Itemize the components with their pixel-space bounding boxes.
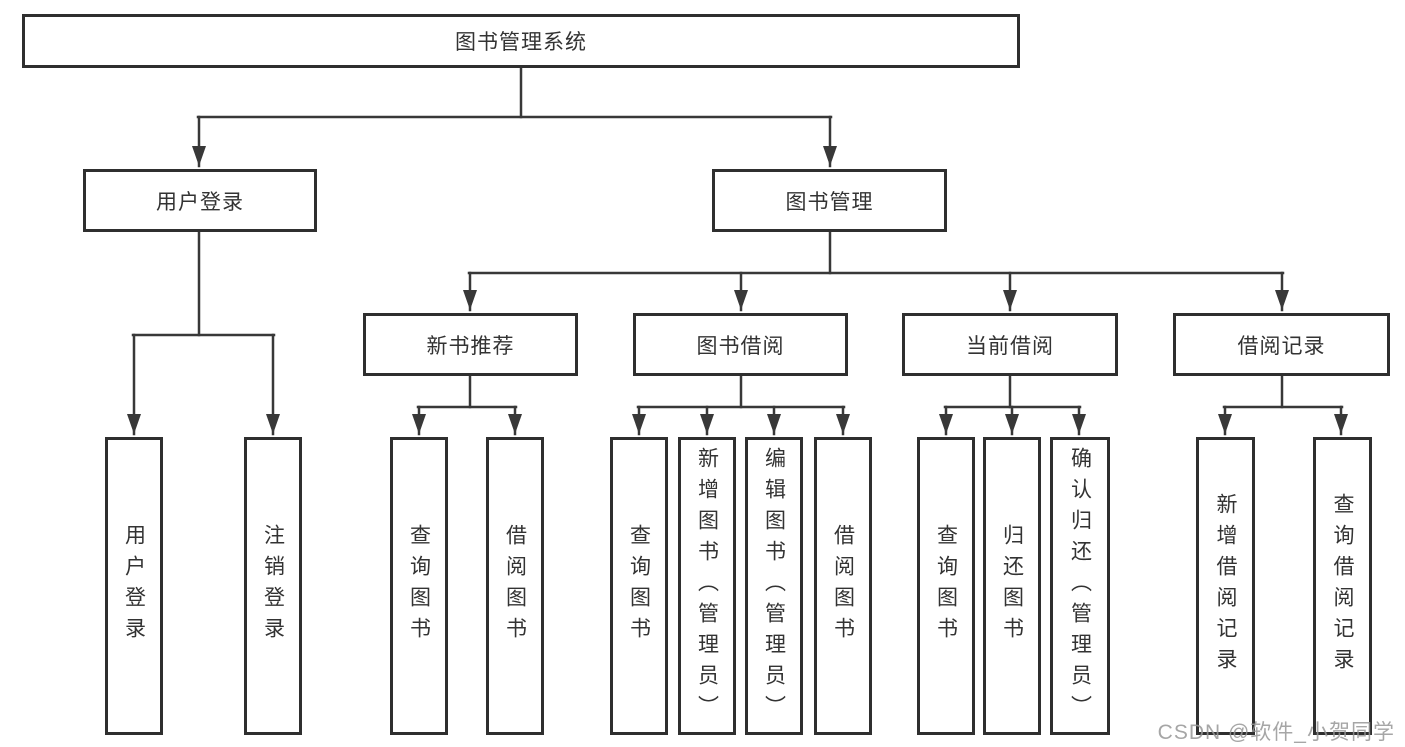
leaf-query-books-recommend-label: 查询图书 bbox=[407, 524, 431, 648]
leaf-return-books-label: 归还图书 bbox=[1000, 524, 1024, 648]
leaf-confirm-return-admin: 确认归还（管理员） bbox=[1050, 437, 1110, 735]
connector-new-book-recommend-to-leaves bbox=[412, 374, 522, 436]
node-borrowing-records-label: 借阅记录 bbox=[1237, 334, 1326, 358]
leaf-add-books-admin-label: 新增图书（管理员） bbox=[695, 446, 719, 726]
connector-root-to-level2 bbox=[192, 66, 837, 168]
leaf-logout: 注销登录 bbox=[244, 437, 302, 735]
leaf-borrow-books-recommend: 借阅图书 bbox=[486, 437, 544, 735]
leaf-add-books-admin: 新增图书（管理员） bbox=[678, 437, 736, 735]
leaf-user-login: 用户登录 bbox=[105, 437, 163, 735]
leaf-add-borrow-record: 新增借阅记录 bbox=[1196, 437, 1255, 735]
leaf-return-books: 归还图书 bbox=[983, 437, 1041, 735]
leaf-user-login-label: 用户登录 bbox=[122, 524, 146, 648]
leaf-edit-books-admin: 编辑图书（管理员） bbox=[745, 437, 803, 735]
leaf-query-books-borrowing-label: 查询图书 bbox=[627, 524, 651, 648]
node-root: 图书管理系统 bbox=[22, 14, 1020, 68]
node-user-login: 用户登录 bbox=[83, 169, 317, 232]
leaf-query-books-borrowing: 查询图书 bbox=[610, 437, 668, 735]
node-book-borrowing: 图书借阅 bbox=[633, 313, 848, 376]
connector-user-login-to-leaves bbox=[127, 230, 280, 436]
node-book-management: 图书管理 bbox=[712, 169, 947, 232]
leaf-query-borrow-record: 查询借阅记录 bbox=[1313, 437, 1372, 735]
node-new-book-recommend: 新书推荐 bbox=[363, 313, 578, 376]
connector-book-borrowing-to-leaves bbox=[632, 374, 850, 436]
leaf-query-borrow-record-label: 查询借阅记录 bbox=[1331, 493, 1354, 679]
leaf-edit-books-admin-label: 编辑图书（管理员） bbox=[762, 446, 786, 726]
node-book-management-label: 图书管理 bbox=[785, 190, 874, 214]
leaf-borrow-books-recommend-label: 借阅图书 bbox=[503, 524, 527, 648]
leaf-query-books-recommend: 查询图书 bbox=[390, 437, 448, 735]
leaf-query-books-current: 查询图书 bbox=[917, 437, 975, 735]
node-new-book-recommend-label: 新书推荐 bbox=[426, 334, 515, 358]
node-current-borrowing-label: 当前借阅 bbox=[966, 334, 1054, 358]
leaf-borrow-books-label: 借阅图书 bbox=[831, 524, 855, 648]
node-current-borrowing: 当前借阅 bbox=[902, 313, 1118, 376]
connector-borrowing-records-to-leaves bbox=[1218, 374, 1348, 436]
node-root-label: 图书管理系统 bbox=[455, 31, 587, 54]
connector-current-borrowing-to-leaves bbox=[939, 374, 1086, 436]
node-user-login-label: 用户登录 bbox=[156, 190, 244, 214]
node-book-borrowing-label: 图书借阅 bbox=[696, 334, 785, 358]
leaf-add-borrow-record-label: 新增借阅记录 bbox=[1214, 493, 1237, 679]
connector-book-management-to-level3 bbox=[463, 230, 1289, 312]
node-borrowing-records: 借阅记录 bbox=[1173, 313, 1390, 376]
watermark: CSDN @软件_小贺同学 bbox=[1157, 721, 1395, 744]
leaf-borrow-books: 借阅图书 bbox=[814, 437, 872, 735]
leaf-confirm-return-admin-label: 确认归还（管理员） bbox=[1068, 446, 1092, 726]
leaf-query-books-current-label: 查询图书 bbox=[934, 524, 958, 648]
leaf-logout-label: 注销登录 bbox=[261, 524, 285, 648]
